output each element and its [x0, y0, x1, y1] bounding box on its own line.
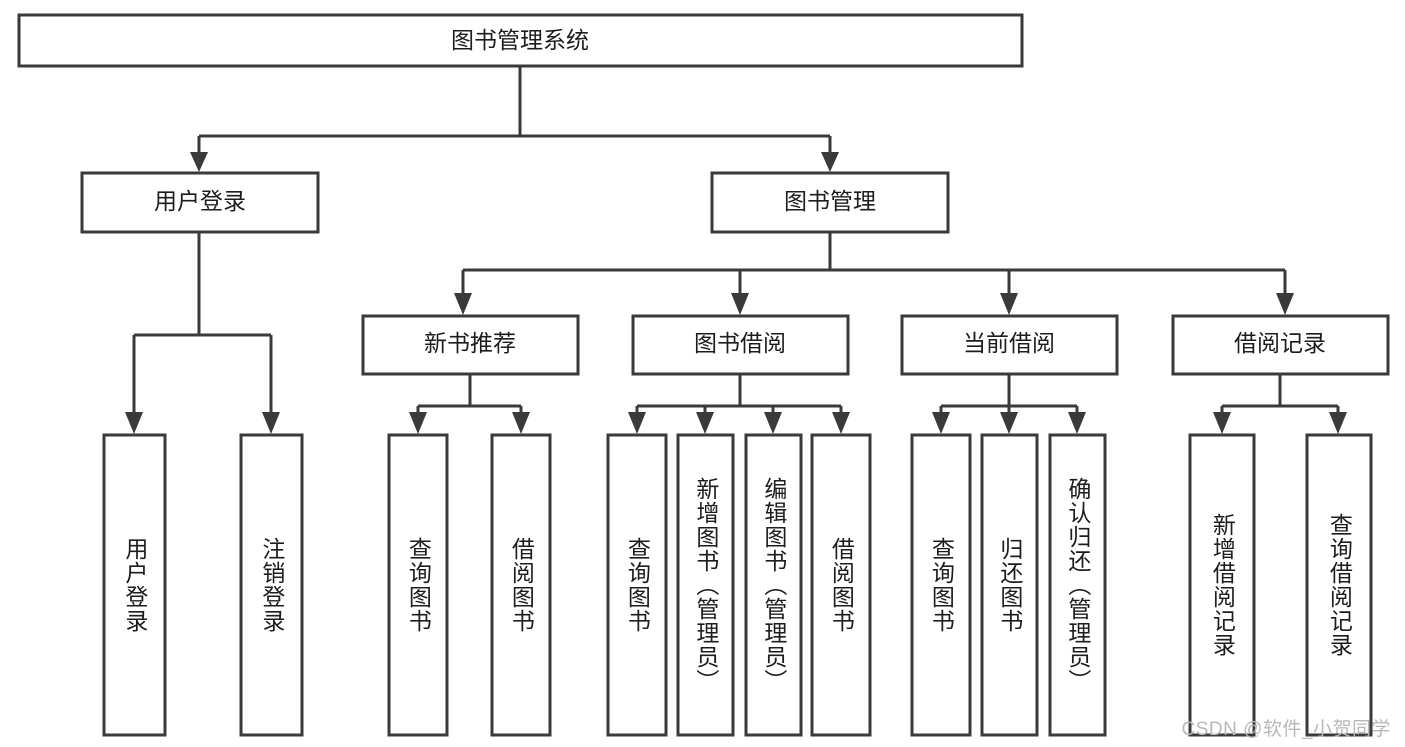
csdn-watermark: CSDN @软件_小贺同学: [1181, 719, 1391, 740]
node-user-login-label: 用户登录: [154, 188, 246, 214]
node-leaf-query-book-1-box[interactable]: [387, 433, 449, 737]
arrow-head-leaf-borrow-book-1: [512, 412, 530, 434]
node-leaf-query-book-2-box[interactable]: [606, 433, 668, 737]
node-current-borrow-box[interactable]: [900, 314, 1119, 376]
node-leaf-borrow-book-2-box[interactable]: [810, 433, 872, 737]
node-borrow-record[interactable]: 借阅记录: [1171, 314, 1390, 376]
node-leaf-user-login-box[interactable]: [102, 433, 167, 737]
node-leaf-query-book-3-box[interactable]: [910, 433, 972, 737]
node-book-manage-box[interactable]: [710, 171, 950, 234]
arrow-head-book-borrow: [731, 293, 749, 315]
node-current-borrow-label: 当前借阅: [963, 330, 1055, 356]
arrow-head-leaf-query-book-3: [932, 412, 950, 434]
arrow-head-leaf-query-record: [1329, 412, 1347, 434]
leaf-node-group: [102, 433, 1373, 737]
arrow-head-leaf-user-login: [125, 412, 143, 434]
node-leaf-edit-book-box[interactable]: [744, 433, 803, 737]
node-leaf-return-book-box[interactable]: [980, 433, 1039, 737]
node-current-borrow[interactable]: 当前借阅: [900, 314, 1119, 376]
node-borrow-record-label: 借阅记录: [1234, 330, 1326, 356]
node-new-book-recommend-label: 新书推荐: [424, 330, 516, 356]
arrow-head-leaf-add-book: [696, 412, 714, 434]
node-book-borrow[interactable]: 图书借阅: [631, 314, 850, 376]
node-user-login[interactable]: 用户登录: [80, 171, 320, 234]
arrow-head-current-borrow: [1000, 293, 1018, 315]
arrow-head-leaf-query-book-1: [409, 412, 427, 434]
node-root[interactable]: 图书管理系统: [17, 13, 1024, 68]
arrow-head-borrow-record: [1276, 293, 1294, 315]
node-leaf-add-record-box[interactable]: [1188, 433, 1256, 737]
arrow-head-user-login: [190, 152, 208, 172]
node-leaf-confirm-return-box[interactable]: [1048, 433, 1107, 737]
node-borrow-record-box[interactable]: [1171, 314, 1390, 376]
arrow-head-leaf-borrow-book-2: [832, 412, 850, 434]
node-new-book-recommend-box[interactable]: [361, 314, 580, 376]
node-root-label: 图书管理系统: [451, 27, 589, 53]
arrow-head-leaf-user-logout: [262, 412, 280, 434]
node-book-manage[interactable]: 图书管理: [710, 171, 950, 234]
node-root-box[interactable]: [17, 13, 1024, 68]
node-leaf-user-logout-box[interactable]: [239, 433, 304, 737]
node-leaf-query-record-box[interactable]: [1305, 433, 1373, 737]
node-book-borrow-box[interactable]: [631, 314, 850, 376]
node-book-borrow-label: 图书借阅: [694, 330, 786, 356]
arrow-head-leaf-edit-book: [764, 412, 782, 434]
node-user-login-box[interactable]: [80, 171, 320, 234]
arrow-head-leaf-add-record: [1213, 412, 1231, 434]
arrow-head-leaf-confirm-return: [1068, 412, 1086, 434]
node-new-book-recommend[interactable]: 新书推荐: [361, 314, 580, 376]
node-leaf-borrow-book-1-box[interactable]: [490, 433, 552, 737]
arrow-head-new-book-recommend: [454, 293, 472, 315]
connector-group: [125, 66, 1347, 434]
arrow-head-leaf-query-book-2: [628, 412, 646, 434]
node-leaf-add-book-box[interactable]: [676, 433, 735, 737]
arrow-head-leaf-return-book: [1000, 412, 1018, 434]
arrow-head-book-manage: [821, 152, 839, 172]
node-book-manage-label: 图书管理: [784, 188, 876, 214]
